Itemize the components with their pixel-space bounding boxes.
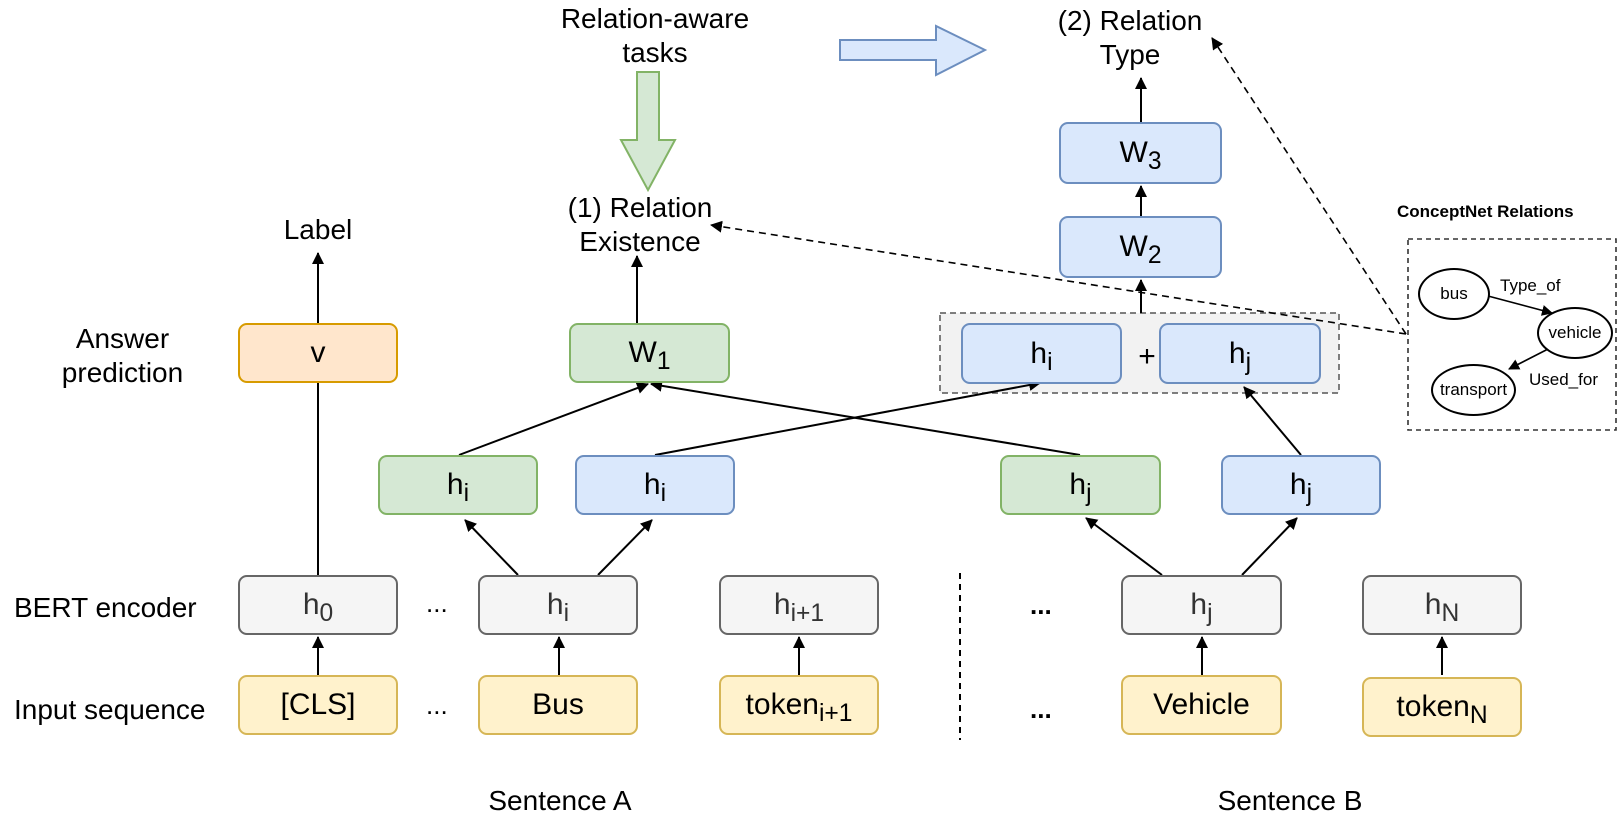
arrow-hj-to-green	[1085, 517, 1163, 576]
answer-prediction-line2: prediction	[61, 357, 184, 388]
node-transport: transport	[1431, 364, 1516, 416]
w3-sub: 3	[1147, 148, 1162, 176]
arrow-blue-hj-concat	[1243, 386, 1302, 456]
relation-existence-label: (1) Relation Existence	[530, 191, 750, 259]
hi-blue-base: h	[643, 468, 661, 501]
ellipsis-input-b: ...	[1030, 694, 1052, 724]
sentence-b-label: Sentence B	[1217, 785, 1363, 816]
concat-hi-base: h	[1030, 336, 1048, 370]
relation-type-line2: Type	[1099, 39, 1161, 70]
input-sequence-label: Input sequence	[14, 694, 206, 725]
hi-base: h	[546, 588, 564, 621]
relation-existence-line1: (1) Relation	[567, 192, 713, 223]
hi1-base: h	[773, 588, 791, 621]
hj-base: h	[1190, 588, 1208, 621]
hj-blue-base: h	[1289, 468, 1307, 501]
relation-type-label: (2) Relation Type	[1030, 4, 1230, 72]
dashed-arrow-to-existence	[710, 220, 1407, 335]
arrow-green-hi-w1	[458, 382, 649, 456]
w2-sub: 2	[1147, 242, 1162, 270]
dashed-arrow-to-type	[1211, 37, 1407, 335]
input-cls: [CLS]	[238, 675, 398, 735]
answer-prediction-line1: Answer	[75, 323, 170, 354]
conceptnet-title: ConceptNet Relations	[1397, 202, 1574, 221]
relation-type-line1: (2) Relation	[1057, 5, 1203, 36]
right-arrow-shape	[839, 24, 988, 77]
hi-sub: i	[563, 600, 570, 628]
bert-encoder-label: BERT encoder	[14, 592, 197, 623]
arrow-hi-to-blue	[597, 519, 653, 576]
token-i1-base: token	[745, 688, 819, 721]
ellipsis-encoder-b: ...	[1030, 590, 1052, 620]
node-bus: bus	[1418, 268, 1490, 320]
answer-vector-v: v	[238, 323, 398, 383]
hi-green-sub: i	[463, 480, 470, 508]
relation-existence-line2: Existence	[579, 226, 701, 257]
concat-hi-sub: i	[1047, 348, 1053, 376]
sentence-a-label: Sentence A	[488, 785, 632, 816]
token-n-base: token	[1396, 690, 1470, 723]
node-vehicle: vehicle	[1537, 307, 1613, 359]
down-arrow-shape	[619, 71, 677, 193]
concat-hj-base: h	[1228, 336, 1246, 370]
ellipsis-input-a: ...	[426, 690, 448, 720]
ellipsis-encoder-a: ...	[426, 588, 448, 618]
plus-sign: +	[1138, 340, 1156, 373]
hn-sub: N	[1441, 600, 1460, 628]
token-i1-sub: i+1	[818, 700, 853, 728]
w3-base: W	[1119, 136, 1148, 169]
w1-base: W	[628, 336, 657, 369]
label-output: Label	[283, 214, 353, 245]
edge-label-type-of: Type_of	[1500, 276, 1561, 295]
hj-blue-sub: j	[1306, 480, 1313, 508]
h0-base: h	[302, 588, 320, 621]
hi-blue-sub: i	[660, 480, 667, 508]
concat-hj-sub: j	[1245, 348, 1252, 376]
token-n-sub: N	[1469, 702, 1488, 730]
hj-green-sub: j	[1086, 480, 1092, 508]
arrow-green-hj-w1	[650, 379, 1081, 456]
edge-label-used-for: Used_for	[1529, 370, 1598, 389]
arrow-hj-to-blue	[1241, 517, 1298, 576]
input-vehicle: Vehicle	[1121, 675, 1282, 735]
edge-vehicle-transport	[1508, 346, 1553, 370]
w2-base: W	[1119, 230, 1148, 263]
hn-base: h	[1424, 588, 1442, 621]
relation-aware-tasks-line2: tasks	[622, 37, 688, 68]
w1-sub: 1	[656, 348, 671, 376]
h0-sub: 0	[319, 600, 334, 628]
conceptnet-box	[1407, 238, 1617, 431]
hi1-sub: i+1	[790, 600, 825, 628]
arrow-blue-hi-concat	[654, 379, 1041, 456]
relation-aware-tasks-label: Relation-aware tasks	[540, 2, 770, 70]
hj-green-base: h	[1069, 468, 1087, 501]
input-bus: Bus	[478, 675, 638, 735]
edge-bus-vehicle	[1487, 295, 1553, 316]
relation-aware-tasks-line1: Relation-aware	[560, 3, 750, 34]
answer-prediction-label: Answer prediction	[40, 322, 205, 390]
hj-sub: j	[1207, 600, 1213, 628]
arrow-hi-to-green	[464, 519, 519, 576]
hi-green-base: h	[446, 468, 464, 501]
